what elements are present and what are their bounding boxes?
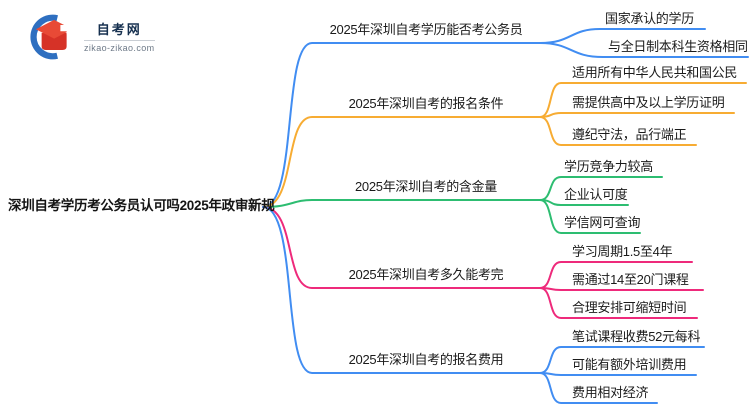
logo-title: 自考网: [96, 21, 142, 37]
connector-root-branch-3: [262, 199, 541, 208]
graduation-cap-icon: [30, 14, 75, 60]
connector-branch-2-child-3: [539, 116, 697, 146]
branch-5-child-1: 笔试课程收费52元每科: [572, 329, 701, 344]
logo-domain: zikao-zikao.com: [84, 39, 155, 53]
connector-root-branch-1: [262, 42, 541, 208]
connector-root-branch-2: [262, 116, 541, 208]
branch-2-child-2: 需提供高中及以上学历证明: [572, 95, 725, 110]
branch-label-5: 2025年深圳自考的报名费用: [348, 352, 504, 367]
branch-3-child-2: 企业认可度: [564, 187, 628, 202]
connector-branch-5-child-1: [539, 346, 705, 374]
connector-branch-4-child-1: [539, 261, 693, 289]
logo-text-block: 自考网 zikao-zikao.com: [84, 22, 155, 53]
branch-1-child-2: 与全日制本科生资格相同: [608, 39, 748, 54]
connector-branch-4-child-3: [539, 287, 698, 319]
connector-branch-1-child-2: [539, 42, 749, 58]
branch-5-child-3: 费用相对经济: [572, 385, 649, 400]
connector-branch-2-child-2: [539, 112, 735, 118]
connector-branch-2-child-1: [539, 82, 747, 118]
branch-label-3: 2025年深圳自考的含金量: [354, 179, 498, 194]
branch-3-child-1: 学历竞争力较高: [564, 159, 653, 174]
connector-branch-5-child-2: [539, 372, 697, 376]
branch-label-4: 2025年深圳自考多久能考完: [348, 267, 504, 282]
connector-branch-3-child-3: [539, 199, 641, 234]
mindmap-root-topic: 深圳自考学历考公务员认可吗2025年政审新规: [8, 198, 275, 213]
branch-4-child-3: 合理安排可缩短时间: [572, 300, 687, 315]
branch-4-child-1: 学习周期1.5至4年: [572, 244, 673, 259]
connector-root-branch-4: [262, 206, 541, 289]
connector-branch-4-child-2: [539, 287, 704, 291]
site-logo[interactable]: 自考网 zikao-zikao.com: [26, 12, 155, 62]
branch-5-child-2: 可能有额外培训费用: [572, 357, 687, 372]
branch-2-child-1: 适用所有中华人民共和国公民: [572, 65, 738, 80]
connector-branch-3-child-1: [539, 176, 663, 201]
branch-label-2: 2025年深圳自考的报名条件: [348, 96, 504, 111]
branch-1-child-1: 国家承认的学历: [605, 11, 694, 26]
connector-root-branch-5: [262, 206, 541, 374]
connector-branch-5-child-3: [539, 372, 658, 404]
branch-2-child-3: 遵纪守法，品行端正: [572, 127, 687, 142]
branch-3-child-3: 学信网可查询: [564, 215, 641, 230]
branch-label-1: 2025年深圳自考学历能否考公务员: [329, 22, 523, 37]
branch-4-child-2: 需通过14至20门课程: [572, 272, 689, 287]
